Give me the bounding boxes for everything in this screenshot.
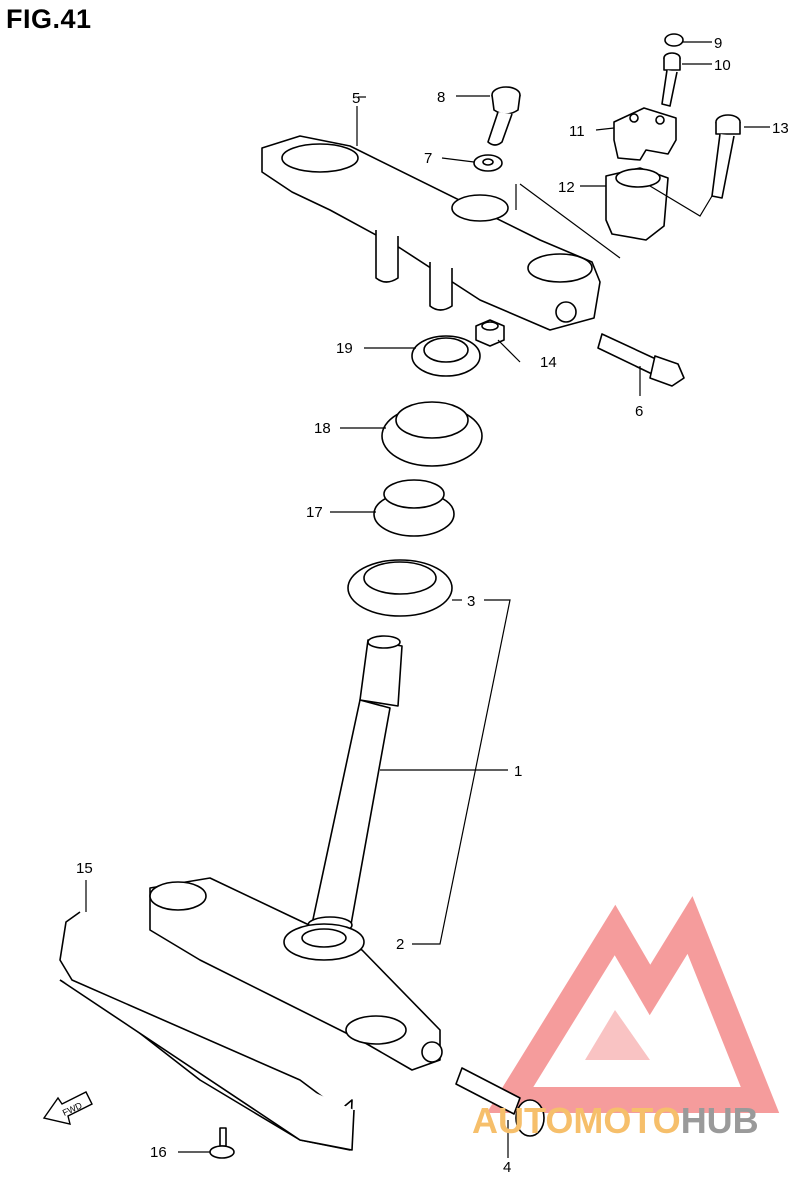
leader-lines	[85, 41, 770, 1158]
part-17-bearing	[373, 479, 455, 537]
callout-labels: 5 8 7 9 10 11 12 13 6 14 19 18 17 3 1 2 …	[76, 35, 789, 1176]
callout-17: 17	[306, 504, 323, 521]
watermark-part-moto: MOTO	[573, 1100, 681, 1141]
callout-11: 11	[569, 123, 585, 140]
callout-1: 1	[514, 763, 522, 780]
watermark-part-auto: AUTO	[472, 1100, 574, 1141]
watermark-part-hub: HUB	[680, 1100, 759, 1141]
callout-9: 9	[714, 35, 722, 52]
part-10-bolt	[661, 52, 681, 107]
callout-16: 16	[150, 1144, 167, 1161]
part-5-upper-bracket	[261, 135, 601, 331]
watermark-logo-icon	[486, 896, 780, 1113]
fwd-arrow-icon: FWD	[42, 1091, 93, 1125]
part-18-dust-seal	[381, 401, 483, 467]
part-8-bolt	[487, 86, 521, 146]
callout-8: 8	[437, 89, 445, 106]
callout-10: 10	[714, 57, 731, 74]
callout-7: 7	[424, 150, 432, 167]
part-15-cover	[59, 911, 355, 1151]
callout-12: 12	[558, 179, 575, 196]
part-3-race	[347, 559, 453, 617]
callout-6: 6	[635, 403, 643, 420]
part-12-handlebar-holder-lower	[605, 167, 669, 241]
callout-15: 15	[76, 860, 93, 877]
callout-14: 14	[540, 354, 557, 371]
watermark-text: AUTOMOTOHUB	[472, 1100, 759, 1142]
figure-title: FIG.41	[6, 4, 92, 34]
part-14-nut	[475, 319, 505, 347]
part-6-bolt	[597, 333, 685, 387]
callout-18: 18	[314, 420, 331, 437]
callout-13: 13	[772, 120, 789, 137]
part-1-steering-stem	[307, 635, 403, 934]
part-2-seal	[283, 923, 365, 961]
part-13-bolt	[711, 114, 741, 199]
part-19-steering-nut	[411, 335, 481, 377]
part-16-screw	[209, 1127, 235, 1159]
part-1-lower-bracket	[149, 877, 443, 1071]
part-7-washer	[473, 154, 503, 172]
callout-3: 3	[467, 593, 475, 610]
callout-5: 5	[352, 90, 360, 107]
part-9-cap	[664, 33, 684, 47]
part-4-bolt	[455, 1067, 545, 1137]
callout-2: 2	[396, 936, 404, 953]
callout-19: 19	[336, 340, 353, 357]
part-11-handlebar-holder-upper	[613, 107, 677, 161]
callout-4: 4	[503, 1159, 511, 1176]
